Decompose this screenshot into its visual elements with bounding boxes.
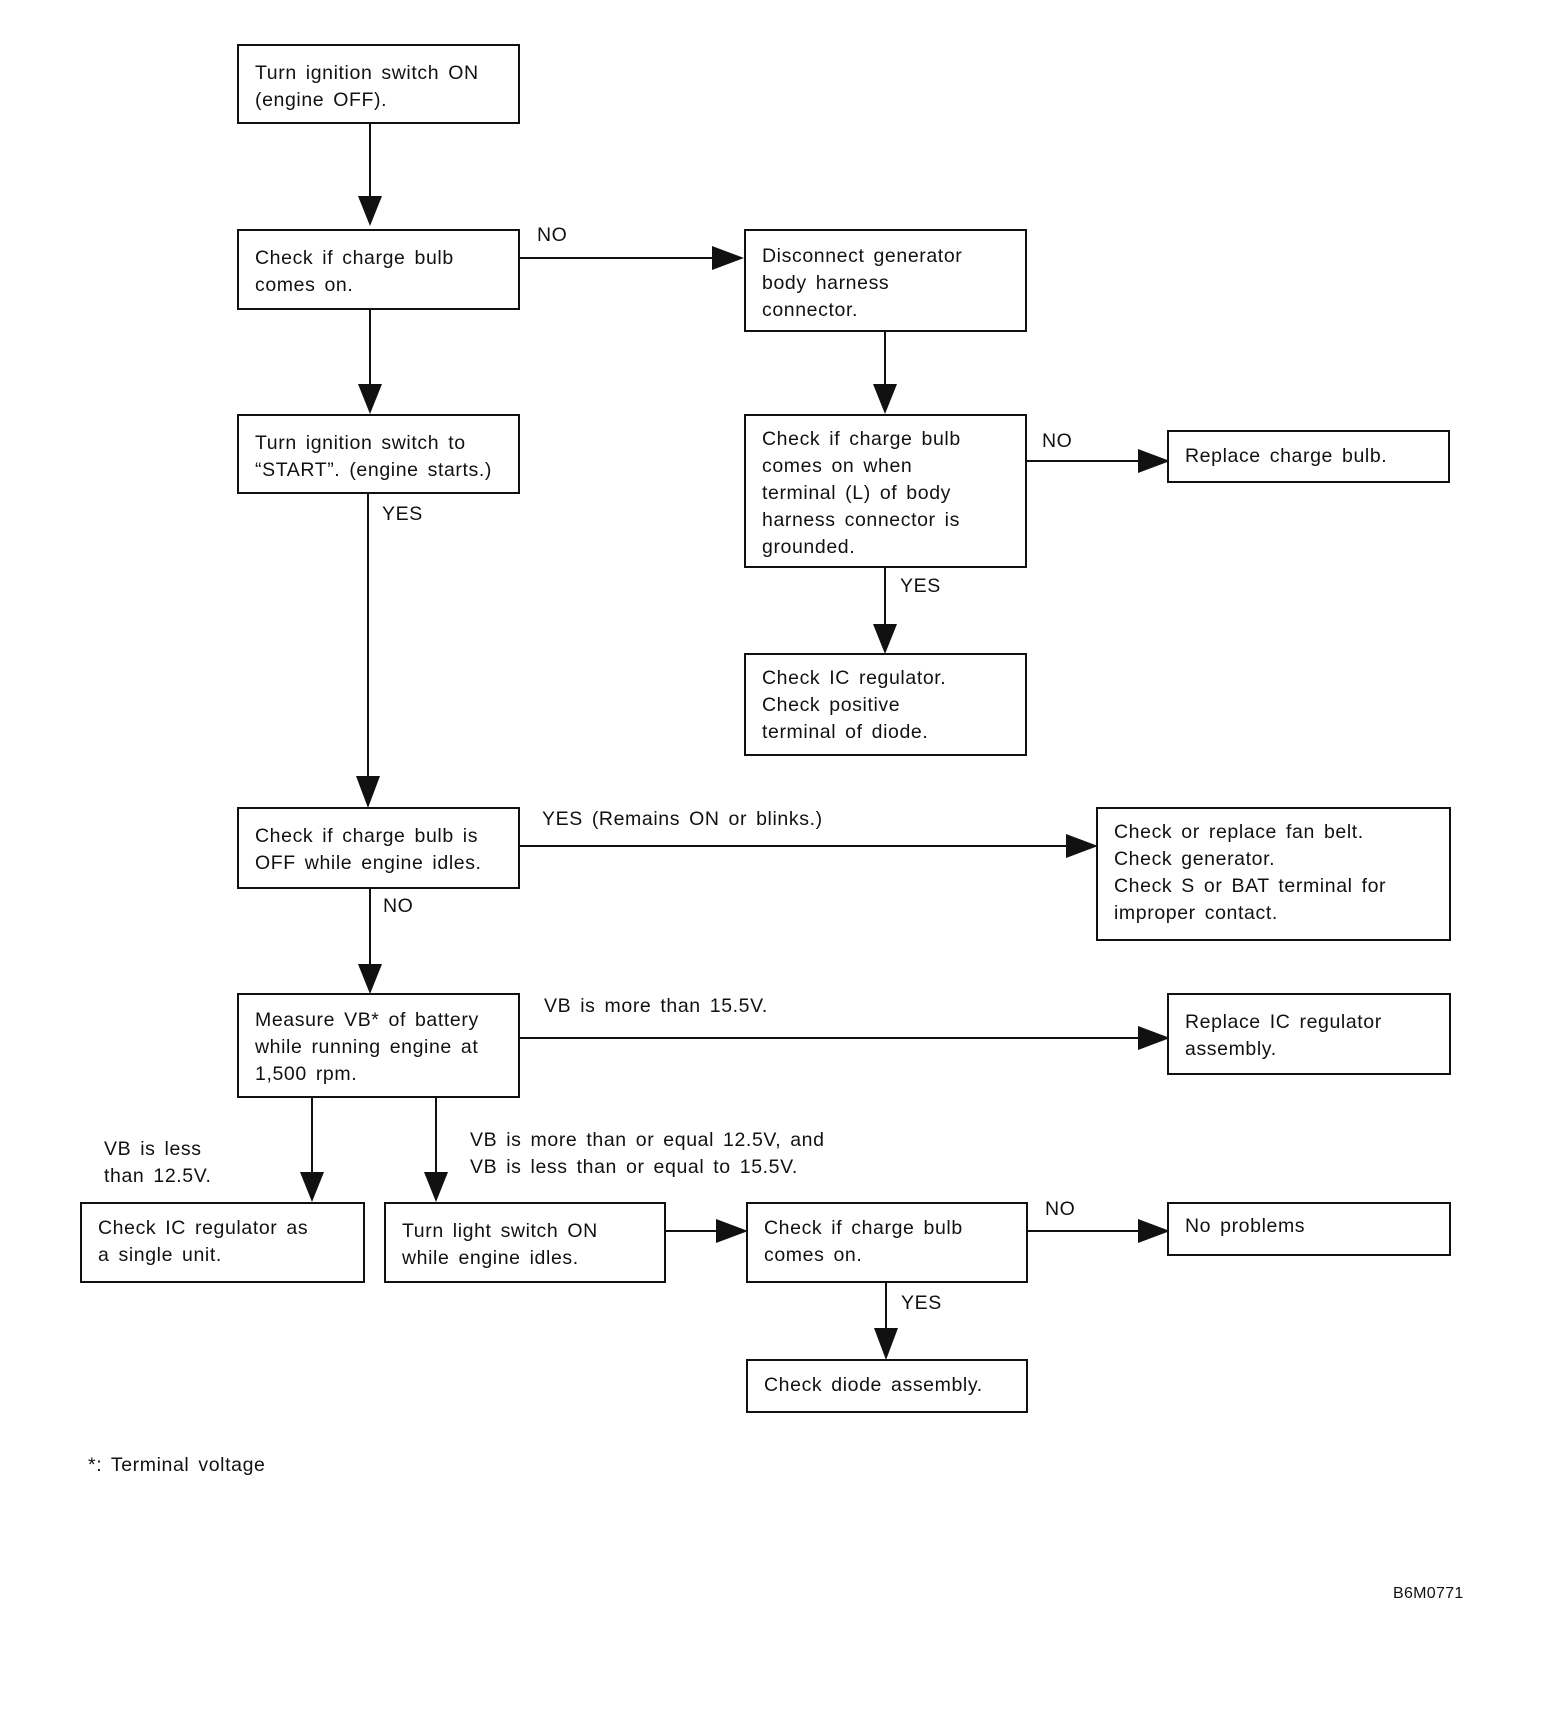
action-check-diode-assembly: Check diode assembly. <box>746 1359 1028 1413</box>
label-yes: YES <box>382 503 423 525</box>
arrowhead <box>1138 1219 1170 1243</box>
action-replace-charge-bulb: Replace charge bulb. <box>1167 430 1450 483</box>
step-turn-ignition-on: Turn ignition switch ON (engine OFF). <box>237 44 520 124</box>
check-bulb-off-idle: Check if charge bulb is OFF while engine… <box>237 807 520 889</box>
arrowhead <box>1066 834 1098 858</box>
check-bulb-terminal-grounded: Check if charge bulb comes on when termi… <box>744 414 1027 568</box>
arrowhead <box>300 1172 324 1202</box>
arrowhead <box>874 1328 898 1360</box>
action-check-fan-belt-generator: Check or replace fan belt. Check generat… <box>1096 807 1451 941</box>
footnote: *: Terminal voltage <box>88 1454 266 1476</box>
label-no: NO <box>1045 1198 1076 1220</box>
arrowhead <box>358 964 382 994</box>
arrowhead <box>712 246 744 270</box>
arrowhead <box>358 196 382 226</box>
action-check-ic-regulator-unit: Check IC regulator as a single unit. <box>80 1202 365 1283</box>
label-vb-between: VB is more than or equal 12.5V, and VB i… <box>470 1129 825 1178</box>
step-measure-vb: Measure VB* of battery while running eng… <box>237 993 520 1098</box>
arrowhead <box>358 384 382 414</box>
label-yes: YES <box>901 1292 942 1314</box>
check-bulb-on-light: Check if charge bulb comes on. <box>746 1202 1028 1283</box>
arrowhead <box>1138 449 1170 473</box>
label-no: NO <box>537 224 568 246</box>
result-no-problems: No problems <box>1167 1202 1451 1256</box>
arrowhead <box>1138 1026 1170 1050</box>
arrowhead <box>873 624 897 654</box>
step-disconnect-connector: Disconnect generator body harness connec… <box>744 229 1027 332</box>
action-check-ic-regulator-diode: Check IC regulator. Check positive termi… <box>744 653 1027 756</box>
label-vb-more-than-15-5v: VB is more than 15.5V. <box>544 995 768 1017</box>
label-yes: YES <box>900 575 941 597</box>
step-turn-light-switch-on: Turn light switch ON while engine idles. <box>384 1202 666 1283</box>
figure-code: B6M0771 <box>1393 1585 1464 1602</box>
label-vb-less-than-12-5v: VB is less than 12.5V. <box>104 1138 212 1187</box>
step-turn-ignition-start: Turn ignition switch to “START”. (engine… <box>237 414 520 494</box>
action-replace-ic-regulator: Replace IC regulator assembly. <box>1167 993 1451 1075</box>
arrowhead <box>356 776 380 808</box>
arrowhead <box>424 1172 448 1202</box>
label-yes-remains-on: YES (Remains ON or blinks.) <box>542 808 823 830</box>
arrowhead <box>716 1219 748 1243</box>
arrowhead <box>873 384 897 414</box>
check-charge-bulb-on: Check if charge bulb comes on. <box>237 229 520 310</box>
label-no: NO <box>1042 430 1073 452</box>
label-no: NO <box>383 895 414 917</box>
